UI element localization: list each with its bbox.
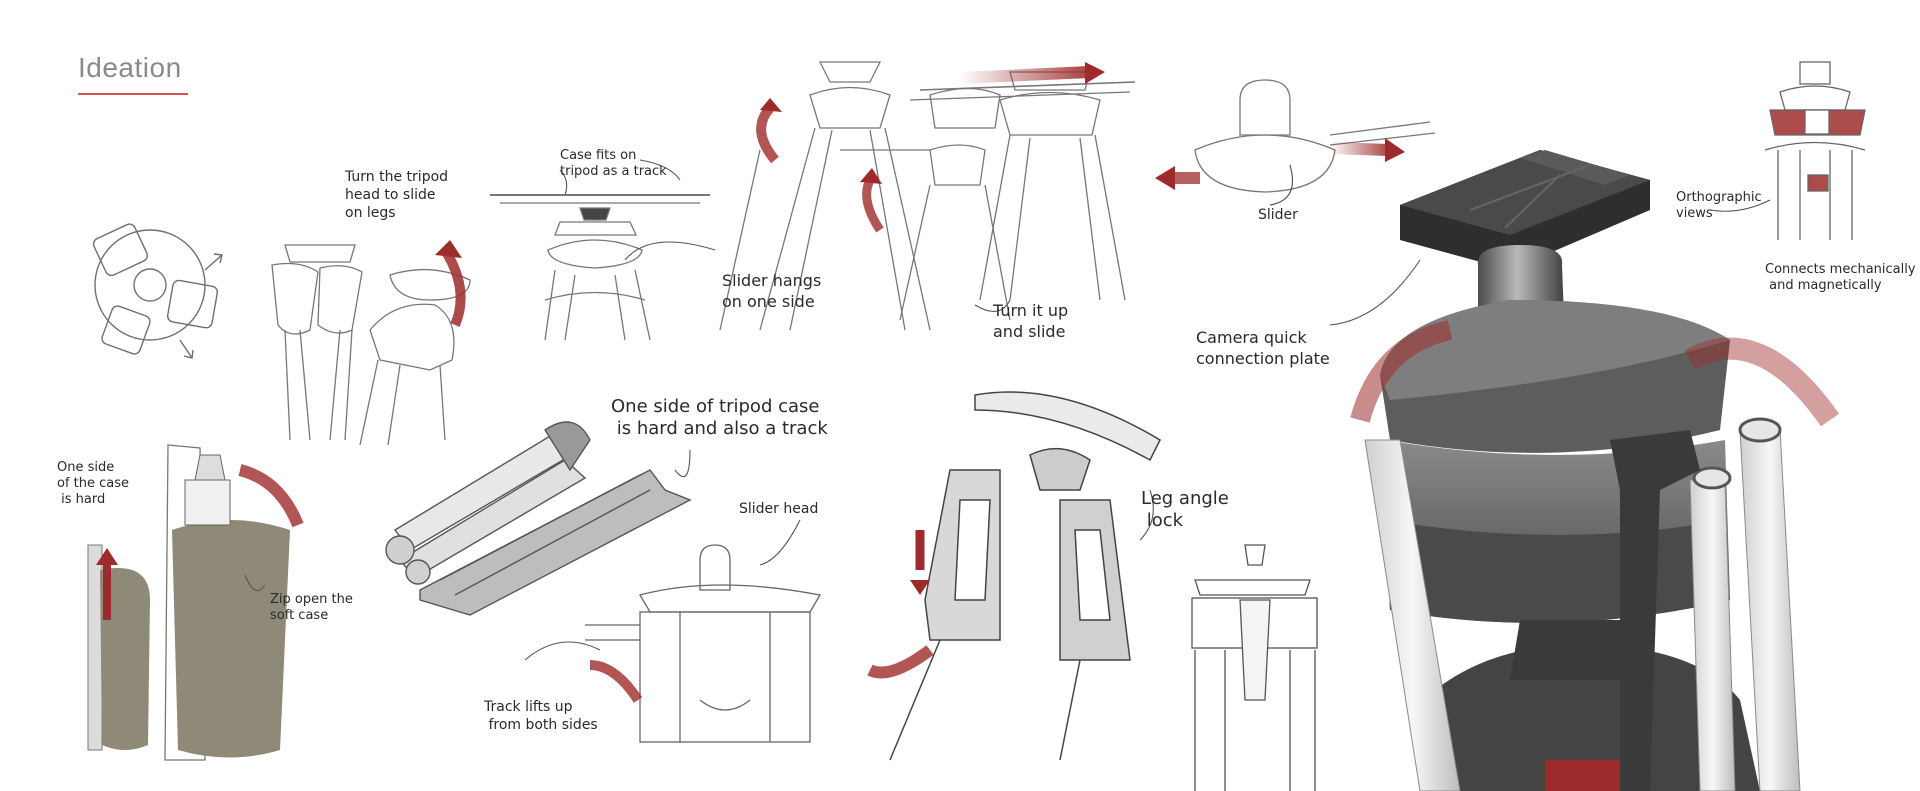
lift-arrow-left	[756, 104, 779, 164]
leg-tube-1	[1364, 439, 1461, 791]
annotation-slider-hangs: Slider hangs on one side	[722, 271, 822, 311]
annotation-turn-it-up: Turn it up and slide	[993, 301, 1069, 341]
annotation-connects: Connects mechanically and magnetically	[1765, 262, 1916, 293]
annotation-case-fits: Case fits on tripod as a track	[560, 148, 667, 179]
tripod-head-on-legs-sketch	[271, 244, 471, 446]
tripod-in-case-sketch	[385, 421, 692, 616]
annotation-slider: Slider	[1258, 207, 1298, 223]
leader-lines	[244, 159, 1771, 661]
slide-arrow-top	[959, 66, 1091, 84]
folded-tripod-sketch	[92, 223, 223, 359]
page-title: Ideation	[78, 52, 182, 83]
orthographic-sketch	[1764, 61, 1866, 240]
orthographic-front-sketch	[1191, 544, 1318, 791]
annotation-slider-head: Slider head	[739, 501, 819, 517]
leg-tube-2	[1739, 429, 1801, 791]
soft-case-sketch	[87, 444, 290, 761]
case-track-on-tripod-sketch	[490, 194, 710, 341]
lift-arrow-center	[862, 177, 884, 233]
title-underline	[78, 93, 188, 95]
annotation-track-lifts: Track lifts up from both sides	[484, 699, 598, 733]
annotation-camera-plate: Camera quick connection plate	[1196, 328, 1330, 368]
slider-sketch	[1194, 79, 1436, 193]
annotation-one-side-hard: One side of the case is hard	[57, 460, 130, 507]
annotation-turn-head: Turn the tripod head to slide on legs	[345, 169, 449, 221]
annotation-leg-lock: Leg angle lock	[1141, 488, 1229, 531]
leg-angle-lock-sketch	[889, 391, 1161, 761]
annotation-case-track: One side of tripod case is hard and also…	[611, 396, 828, 439]
tripod-head-render	[1350, 150, 1840, 791]
slider-head-sketch	[585, 544, 822, 743]
annotation-orthographic: Orthographic views	[1676, 190, 1762, 221]
rotate-arrow-red	[440, 247, 466, 327]
annotation-zip-open: Zip open the soft case	[270, 592, 353, 623]
